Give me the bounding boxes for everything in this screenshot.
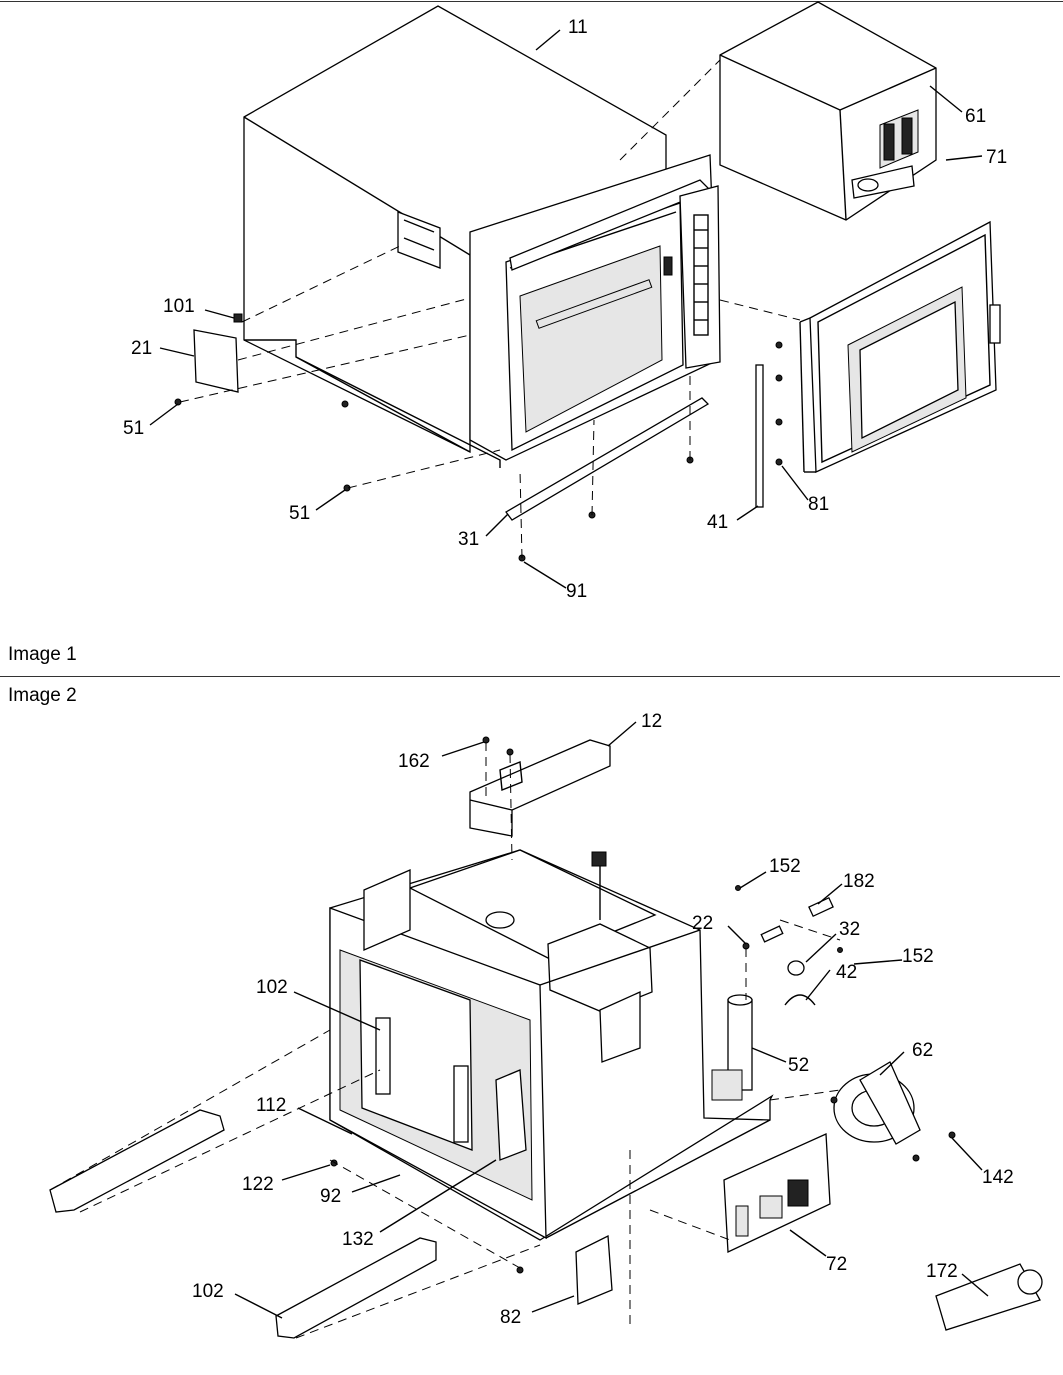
callout-172: 172 (926, 1261, 958, 1282)
caption-image-1: Image 1 (8, 644, 77, 665)
rail-102-lower-part (275, 1237, 437, 1339)
image-2-callout-labels: 162 12 152 182 22 32 42 152 102 62 52 11… (192, 711, 1014, 1328)
panel-21-part (193, 329, 239, 393)
chassis-part (329, 849, 774, 1241)
callout-31: 31 (458, 529, 479, 550)
callout-51-a: 51 (123, 418, 144, 439)
image-2-assembly-lines (49, 742, 841, 1339)
callout-62: 62 (912, 1040, 933, 1061)
callout-42: 42 (836, 962, 857, 983)
outer-cabinet-part (243, 5, 667, 468)
clip-101-part (233, 313, 243, 323)
cover-12-part (469, 739, 611, 837)
image-1-callout-labels: 11 61 71 101 21 51 51 31 91 41 81 (123, 17, 1007, 602)
strip-41-part (755, 364, 764, 508)
image-2-leaders (234, 721, 989, 1319)
callout-71: 71 (986, 147, 1007, 168)
callout-32: 32 (839, 919, 860, 940)
callout-82: 82 (500, 1307, 521, 1328)
callout-81: 81 (808, 494, 829, 515)
callout-102-a: 102 (256, 977, 288, 998)
callout-22: 22 (692, 913, 713, 934)
image-2-drawing (49, 721, 1043, 1339)
callout-182: 182 (843, 871, 875, 892)
rail-102-inner-part (375, 1017, 391, 1095)
callout-152-a: 152 (769, 856, 801, 877)
motor-62-part (833, 1061, 921, 1145)
callout-41: 41 (707, 512, 728, 533)
callout-21: 21 (131, 338, 152, 359)
callout-92: 92 (320, 1186, 341, 1207)
front-frame-part (469, 154, 721, 461)
section-divider (0, 676, 1060, 677)
callout-142: 142 (982, 1167, 1014, 1188)
callout-132: 132 (342, 1229, 374, 1250)
bracket-132-part (495, 1069, 527, 1161)
image-1-assembly-lines (179, 59, 801, 559)
callout-101: 101 (163, 296, 195, 317)
board-72-part (723, 1133, 831, 1253)
image-1-drawing (149, 1, 1001, 589)
callout-91: 91 (566, 581, 587, 602)
image-1-leaders (149, 29, 983, 589)
rear-module-part (719, 1, 937, 221)
switch-82-part (575, 1234, 613, 1305)
callout-12: 12 (641, 711, 662, 732)
callout-102-b: 102 (192, 1281, 224, 1302)
callout-11: 11 (568, 17, 588, 38)
callout-112: 112 (256, 1095, 286, 1116)
rail-left-part (49, 1109, 225, 1213)
small-parts (330, 736, 1043, 1331)
callout-122: 122 (242, 1174, 274, 1195)
callout-61: 61 (965, 106, 986, 127)
callout-51-b: 51 (289, 503, 310, 524)
top-border (0, 1, 1063, 2)
caption-image-2: Image 2 (8, 685, 77, 706)
callout-72: 72 (826, 1254, 847, 1275)
callout-52: 52 (788, 1055, 809, 1076)
rail-inner-b-part (453, 1065, 469, 1143)
trim-strip-31-part (505, 397, 710, 521)
door-part (799, 220, 1001, 473)
callout-152-b: 152 (902, 946, 934, 967)
callout-162: 162 (398, 751, 430, 772)
